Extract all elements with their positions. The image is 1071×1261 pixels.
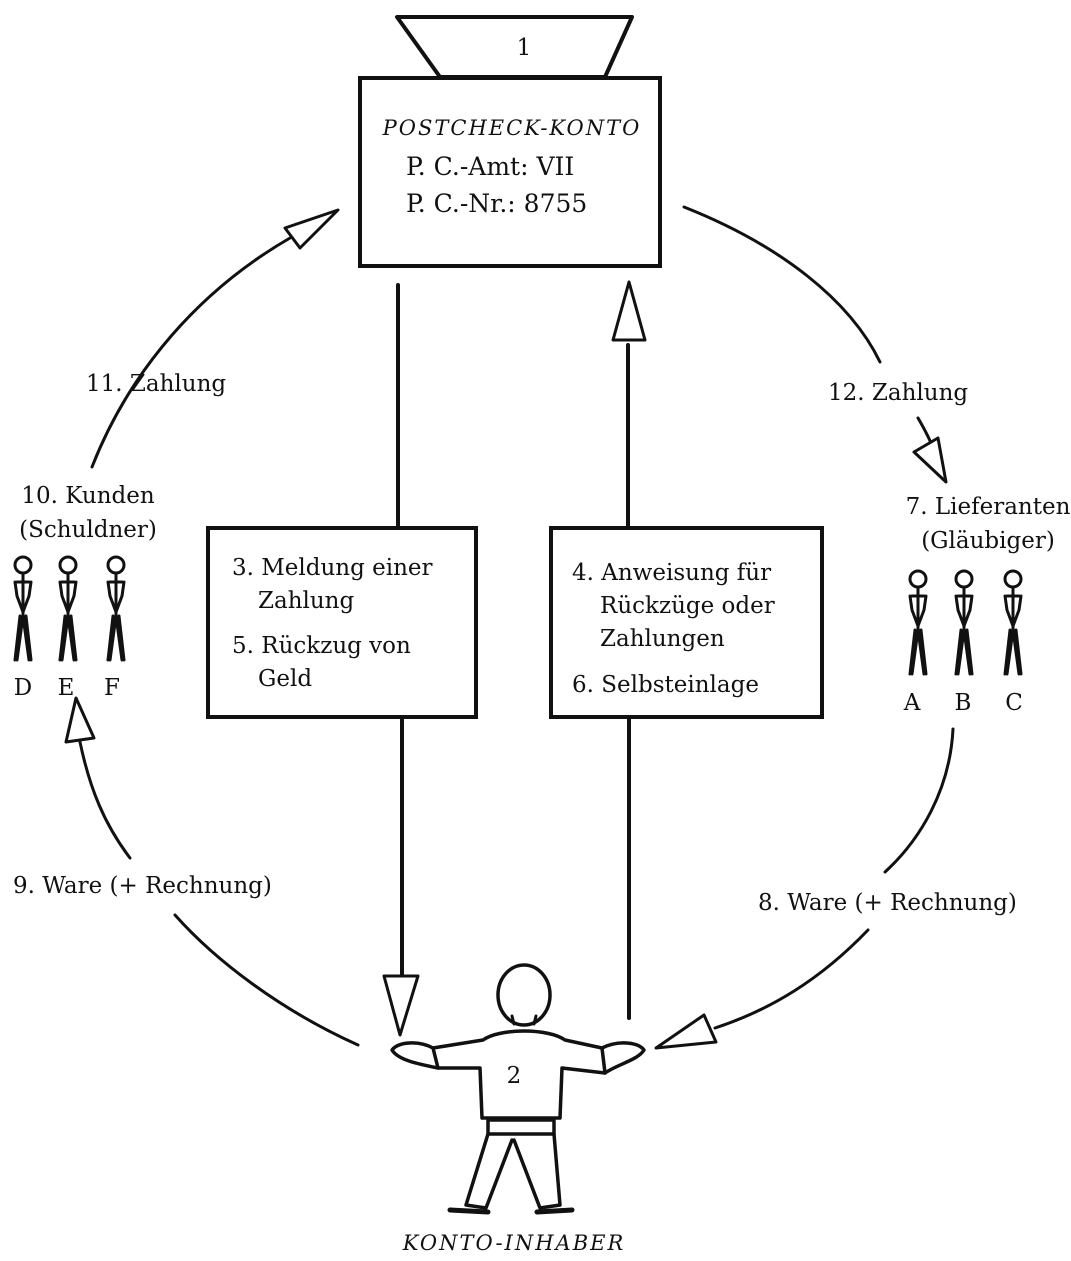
payment-arc-left: 11. Zahlung	[86, 208, 340, 469]
person-body	[58, 571, 78, 662]
person-head	[908, 569, 928, 589]
account-nr: P. C.-Nr.: 8755	[406, 189, 587, 218]
person-head	[106, 555, 126, 575]
label-ware-right: 8. Ware (+ Rechnung)	[758, 890, 1017, 916]
up-arrow-head	[611, 280, 647, 342]
holder-left-hand	[390, 1041, 440, 1070]
box-left-line1: 3. Meldung einer	[232, 555, 433, 581]
account-number: 1	[517, 35, 532, 61]
left-vertical-flow	[382, 283, 420, 1037]
customer-figure-f	[106, 555, 126, 662]
customer-figure-e	[58, 555, 78, 662]
person-body	[13, 571, 33, 662]
supplier-label-a: A	[903, 690, 921, 716]
arc-suppliers-to-holder-2	[713, 928, 870, 1030]
box-right-line3: Zahlungen	[600, 626, 725, 652]
box-left-line3: 5. Rückzug von	[232, 633, 411, 659]
person-body	[1003, 585, 1023, 676]
person-body	[908, 585, 928, 676]
supplier-label-b: B	[955, 690, 972, 716]
account-tray	[395, 15, 634, 79]
suppliers-subtitle: (Gläubiger)	[921, 528, 1055, 554]
ware-arc-right: 8. Ware (+ Rechnung)	[654, 727, 1017, 1050]
person-head	[58, 555, 78, 575]
customer-label-e: E	[58, 675, 75, 701]
box-left-line4: Geld	[258, 666, 312, 692]
box-right-frame	[549, 526, 824, 719]
label-ware-left: 9. Ware (+ Rechnung)	[13, 873, 272, 899]
person-head	[1003, 569, 1023, 589]
supplier-label-c: C	[1005, 690, 1023, 716]
holder-torso	[431, 1029, 607, 1120]
account-office: P. C.-Amt: VII	[406, 152, 574, 181]
suppliers-group: 7. Lieferanten (Gläubiger) A B C	[903, 494, 1071, 716]
holder-belt	[486, 1118, 556, 1136]
box-right-line2: Rückzüge oder	[600, 593, 775, 619]
arrow-head-payment-right	[912, 436, 948, 484]
person-head	[954, 569, 974, 589]
customers-group: 10. Kunden (Schuldner) D E F	[13, 483, 157, 701]
holder-right-hand	[600, 1041, 646, 1075]
box-right-line1: 4. Anweisung für	[572, 560, 771, 586]
supplier-figure-c	[1003, 569, 1023, 676]
down-arrow-head	[382, 974, 420, 1037]
customers-title: 10. Kunden	[21, 483, 155, 509]
account-title: POSTCHECK-KONTO	[382, 116, 642, 140]
arc-suppliers-to-holder	[883, 727, 955, 874]
payment-arc-right: 12. Zahlung	[682, 205, 968, 484]
customers-subtitle: (Schuldner)	[19, 517, 157, 543]
box-notification-withdrawal: 3. Meldung einer Zahlung 5. Rückzug von …	[206, 526, 478, 719]
right-vertical-flow	[611, 280, 647, 1020]
arc-holder-to-customers-2	[78, 740, 132, 860]
arrow-head-ware-right	[654, 1013, 718, 1050]
holder-number: 2	[507, 1063, 522, 1089]
suppliers-title: 7. Lieferanten	[906, 494, 1071, 520]
account-holder: 2 KONTO-INHABER	[390, 963, 646, 1255]
person-body	[106, 571, 126, 662]
arc-account-to-suppliers	[682, 205, 882, 364]
box-right-line4: 6. Selbsteinlage	[572, 672, 759, 698]
customer-label-d: D	[14, 675, 32, 701]
box-instruction-deposit: 4. Anweisung für Rückzüge oder Zahlungen…	[549, 526, 824, 719]
account-box	[358, 76, 662, 268]
box-left-line2: Zahlung	[258, 588, 354, 614]
label-payment-right: 12. Zahlung	[828, 380, 968, 406]
label-payment-left: 11. Zahlung	[86, 371, 226, 397]
customer-figure-d	[13, 555, 33, 662]
person-body	[954, 585, 974, 676]
postcheck-account: 1 POSTCHECK-KONTO P. C.-Amt: VII P. C.-N…	[358, 15, 662, 268]
holder-legs	[464, 1132, 562, 1210]
supplier-figure-b	[954, 569, 974, 676]
arc-holder-to-customers	[173, 913, 360, 1047]
customer-label-f: F	[104, 675, 120, 701]
holder-head	[496, 963, 552, 1027]
arrow-head-payment-left	[283, 208, 340, 250]
ware-arc-left: 9. Ware (+ Rechnung)	[13, 696, 360, 1047]
supplier-figure-a	[908, 569, 928, 676]
arc-customers-to-account	[90, 236, 292, 469]
holder-caption: KONTO-INHABER	[402, 1231, 626, 1255]
box-left-frame	[206, 526, 478, 719]
holder-feet	[447, 1207, 575, 1215]
holder-neck	[510, 1014, 538, 1026]
person-head	[13, 555, 33, 575]
arrow-head-ware-left	[64, 696, 96, 744]
